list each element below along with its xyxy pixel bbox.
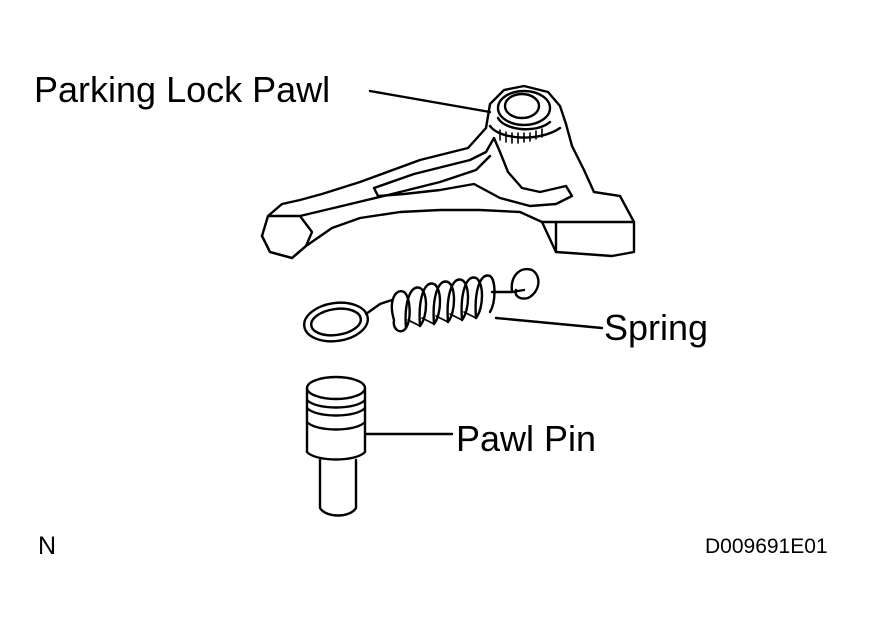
- label-spring: Spring: [604, 307, 709, 348]
- parking-lock-pawl-drawing: [260, 84, 636, 260]
- leader-line-spring: [494, 316, 604, 330]
- spring-drawing: [303, 267, 540, 343]
- pawl-pin-drawing: [305, 375, 367, 517]
- label-pawl-pin: Pawl Pin: [456, 418, 597, 459]
- leader-line-pawl: [368, 89, 492, 114]
- label-parking-lock-pawl: Parking Lock Pawl: [34, 69, 331, 110]
- orientation-marker: N: [38, 532, 57, 560]
- figure-code: D009691E01: [705, 535, 828, 558]
